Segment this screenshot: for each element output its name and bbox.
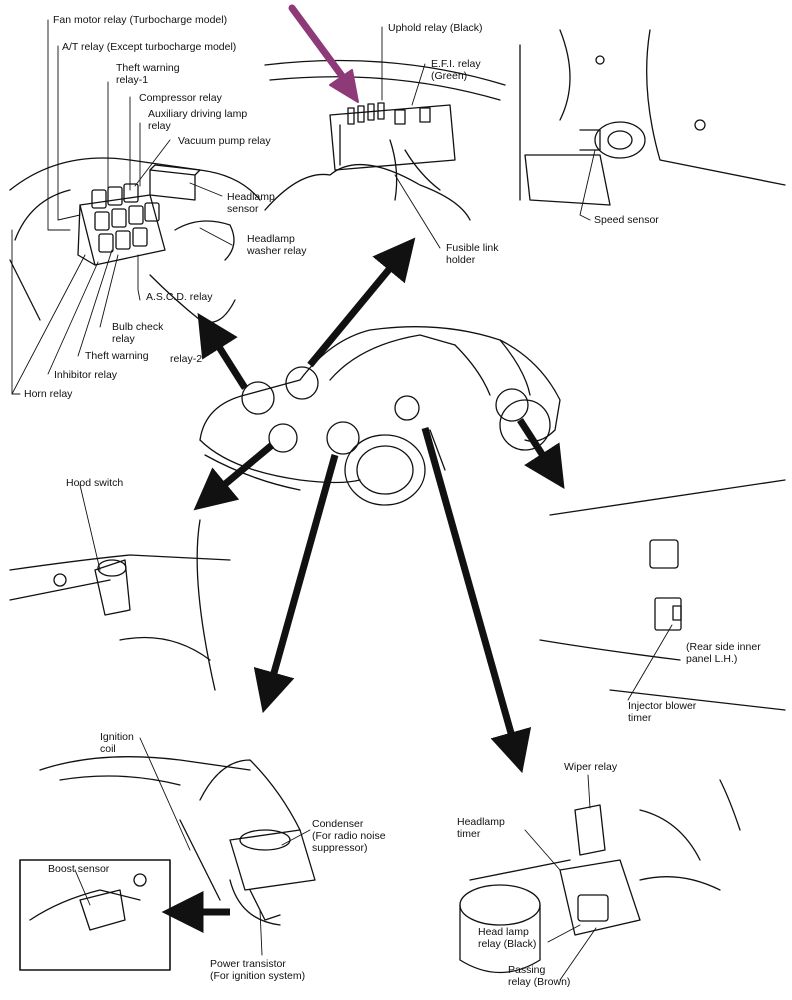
wiper-relay-label: Wiper relay [564,761,618,773]
arrow-to-fusible-link [307,237,416,368]
head-lamp-relay-label: Head lamp relay (Black) [478,926,537,950]
rear-side-panel-label: (Rear side inner panel L.H.) [686,641,761,665]
uphold-relay-label: Uphold relay (Black) [388,22,483,34]
highlight-arrow [288,4,359,103]
wiper-relay-panel [459,774,741,981]
relay-box-panel [9,19,261,395]
injector-blower-timer-label: Injector blower timer [628,700,697,724]
theft-warning-relay1-label: Theft warning relay-1 [116,62,180,86]
power-transistor-label: Power transistor (For ignition system) [210,958,306,982]
fan-motor-relay-label: Fan motor relay (Turbocharge model) [53,14,228,26]
horn-relay-label: Horn relay [24,388,73,400]
location-circles [241,366,529,455]
arrow-to-hood-switch [193,442,275,511]
hood-switch-label: Hood switch [66,477,124,489]
vacuum-pump-relay-label: Vacuum pump relay [178,135,271,147]
hood-switch-panel [9,484,231,691]
inhibitor-relay-label: Inhibitor relay [54,369,118,381]
pointer-arrows [161,237,565,933]
arrow-to-ignition [253,454,339,714]
headlamp-washer-relay-label: Headlamp washer relay [247,233,307,257]
ignition-coil-label: Ignition coil [100,731,134,755]
headlamp-timer-label: Headlamp timer [457,816,505,840]
injector-timer-panel [539,479,786,711]
theft-warning-label: Theft warning [85,350,149,362]
efi-relay-label: E.F.I. relay (Green) [431,58,481,82]
speed-sensor-panel [519,29,786,221]
boost-sensor-label: Boost sensor [48,863,110,875]
fusible-link-holder-label: Fusible link holder [446,242,499,266]
car-body [199,326,561,506]
condenser-label: Condenser (For radio noise suppressor) [312,818,386,854]
arrow-to-relay-box [197,312,248,390]
passing-relay-label: Passing relay (Brown) [508,964,571,988]
bulb-check-relay-label: Bulb check relay [112,321,164,345]
compressor-relay-label: Compressor relay [139,92,222,104]
relay-cubes [91,183,160,253]
relay2-label: relay-2 [170,353,203,365]
fusible-link-panel [264,26,506,249]
speed-sensor-label: Speed sensor [594,214,659,226]
arrow-to-wiper-relay [421,427,532,774]
ignition-panel [19,737,316,971]
headlamp-sensor-label: Headlamp sensor [227,191,275,215]
ascd-relay-label: A.S.C.D. relay [146,291,213,303]
arrow-to-injector-timer [517,418,565,490]
at-relay-label: A/T relay (Except turbocharge model) [62,41,237,53]
fuse-blades [347,102,431,125]
aux-driving-lamp-relay-label: Auxiliary driving lamp relay [148,108,248,132]
